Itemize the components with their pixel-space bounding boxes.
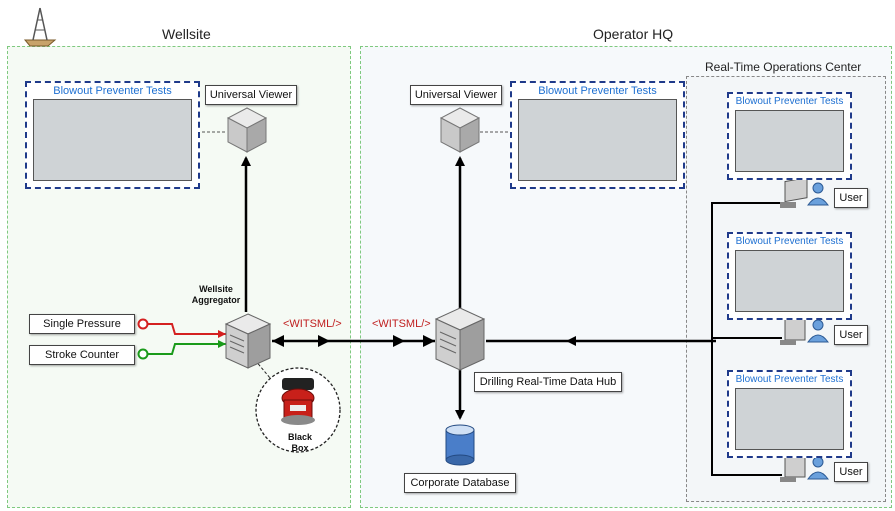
single-pressure-label: Single Pressure <box>29 314 135 334</box>
user-label-2: User <box>834 325 868 345</box>
bop-screen-rtoc-2 <box>735 250 844 312</box>
data-hub-server-icon <box>434 307 486 371</box>
bop-panel-rtoc-2: Blowout Preventer Tests <box>727 232 852 320</box>
witsml-label-hq: <WITSML/> <box>372 318 431 330</box>
bop-screen-hq <box>518 99 677 181</box>
corporate-database-icon <box>445 424 475 466</box>
rtoc-title: Real-Time Operations Center <box>705 60 862 74</box>
bop-screen-wellsite <box>33 99 192 181</box>
user-label-3: User <box>834 462 868 482</box>
bop-screen-rtoc-3 <box>735 388 844 450</box>
wellsite-aggregator-label: Wellsite Aggregator <box>191 284 241 305</box>
user-icon-2 <box>807 319 829 343</box>
wellsite-aggregator-server-icon <box>224 313 272 369</box>
user-icon-1 <box>807 182 829 206</box>
witsml-label-wellsite: <WITSML/> <box>283 318 342 330</box>
stroke-connector-icon <box>137 348 149 360</box>
operator-hq-title: Operator HQ <box>593 26 674 42</box>
wellsite-viewer-cube-icon <box>226 107 268 153</box>
data-hub-label: Drilling Real-Time Data Hub <box>474 372 622 392</box>
universal-viewer-label-hq: Universal Viewer <box>410 85 502 105</box>
user-label-1: User <box>834 188 868 208</box>
pressure-connector-icon <box>137 318 149 330</box>
corporate-database-label: Corporate Database <box>404 473 516 493</box>
bop-panel-hq: Blowout Preventer Tests <box>510 81 685 189</box>
workstation-icon-1 <box>780 177 808 208</box>
bop-panel-rtoc-1: Blowout Preventer Tests <box>727 92 852 180</box>
oil-rig-icon <box>23 7 57 47</box>
black-box-label: Black Box <box>287 432 313 453</box>
workstation-icon-2 <box>780 317 806 345</box>
user-icon-3 <box>807 456 829 480</box>
black-box-icon <box>281 378 315 425</box>
bop-panel-wellsite: Blowout Preventer Tests <box>25 81 200 189</box>
hq-viewer-cube-icon <box>439 107 481 153</box>
stroke-counter-label: Stroke Counter <box>29 345 135 365</box>
bop-panel-rtoc-3: Blowout Preventer Tests <box>727 370 852 458</box>
universal-viewer-label-wellsite: Universal Viewer <box>205 85 297 105</box>
bop-screen-rtoc-1 <box>735 110 844 172</box>
workstation-icon-3 <box>780 454 806 482</box>
wellsite-title: Wellsite <box>162 26 211 42</box>
